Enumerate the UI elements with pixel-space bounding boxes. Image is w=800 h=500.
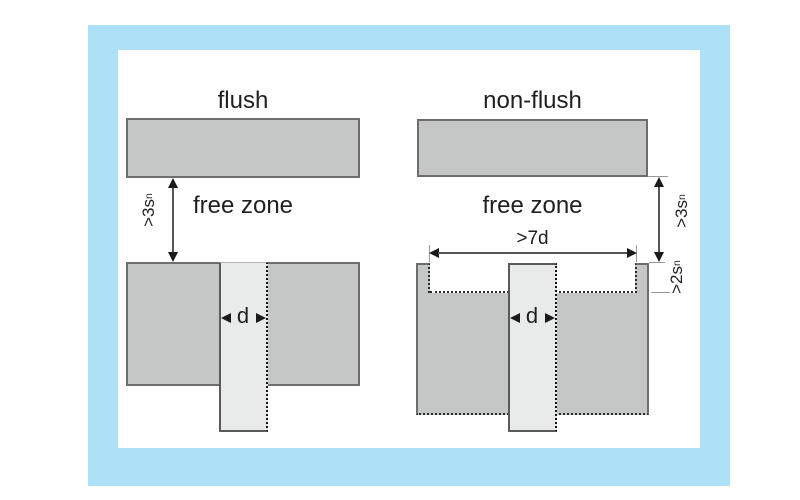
clearance-arrow-down-icon (654, 252, 664, 262)
clearance-label-text: >3s (672, 199, 691, 228)
sensor-barrel-flush (219, 262, 268, 432)
diameter-label-non-flush: d (525, 303, 539, 328)
protrusion-label-text: >2s (667, 265, 686, 294)
free-zone-label-flush: free zone (192, 192, 294, 219)
mounting-block-rim-right (635, 263, 649, 293)
recess-floor-leader-line (651, 292, 670, 293)
diameter-arrow-right-icon (545, 313, 555, 323)
clearance-label-subscript: n (676, 194, 688, 200)
diameter-arrow-left-icon (510, 313, 520, 323)
recess-width-arrow-right-icon (627, 248, 637, 258)
diameter-arrow-left-icon (221, 313, 231, 323)
non-flush-title: non-flush (483, 87, 582, 114)
clearance-arrow-shaft (658, 187, 660, 252)
recess-width-arrow-shaft (438, 252, 628, 254)
free-zone-label-non-flush: free zone (482, 192, 583, 219)
clearance-arrow-up-icon (654, 177, 664, 187)
rim-top-leader-line (649, 262, 665, 263)
protrusion-label-subscript: n (671, 260, 683, 266)
figure-frame (88, 25, 730, 486)
diameter-arrow-right-icon (256, 313, 266, 323)
flush-title: flush (217, 87, 269, 114)
recess-width-arrow-left-icon (429, 248, 439, 258)
target-plate-flush (126, 118, 360, 178)
clearance-arrow-down-icon (168, 252, 178, 262)
target-plate-non-flush (417, 119, 648, 177)
plate-extension-line (648, 176, 668, 177)
diameter-label-flush: d (236, 303, 250, 328)
clearance-arrow-shaft (172, 188, 174, 252)
sensor-barrel-non-flush (508, 263, 557, 432)
recess-width-label: >7d (516, 228, 549, 249)
clearance-arrow-up-icon (168, 178, 178, 188)
mounting-block-rim-left (416, 263, 430, 293)
